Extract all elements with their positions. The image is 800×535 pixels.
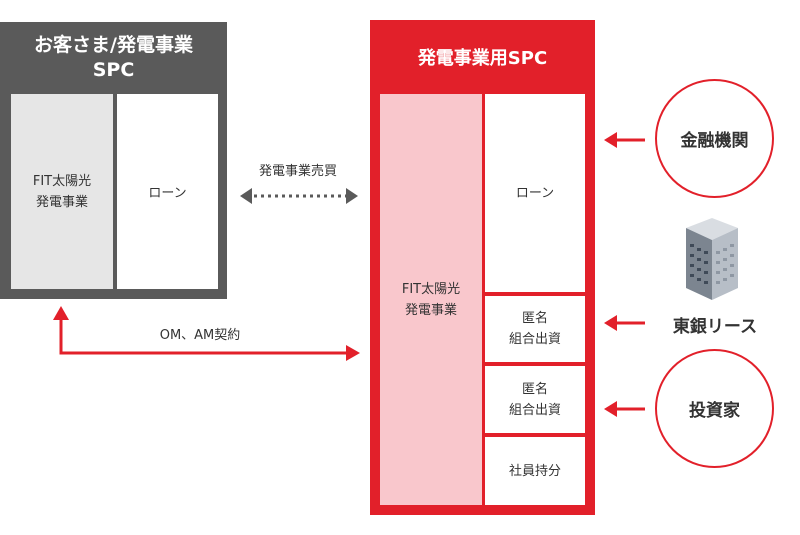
customer-spc-title-line2: SPC bbox=[92, 59, 135, 81]
investor-arrow bbox=[604, 401, 645, 417]
power-spc-box: 発電事業用SPC FIT太陽光 発電事業 ローン 匿名 組合出資 匿名 組合出資… bbox=[370, 20, 595, 515]
tosin-lease-arrow bbox=[604, 315, 645, 331]
building-icon bbox=[686, 218, 738, 300]
customer-spc-box: お客さま/発電事業 SPC FIT太陽光 発電事業 ローン bbox=[0, 22, 227, 299]
financial-institution-circle: 金融機関 bbox=[655, 79, 774, 198]
power-spc-loan-label: ローン bbox=[515, 185, 555, 201]
customer-spc-title-line1: お客さま/発電事業 bbox=[34, 34, 193, 56]
customer-loan: ローン bbox=[117, 94, 218, 289]
om-am-contract-label: OM、AM契約 bbox=[159, 328, 241, 343]
trade-dotted-arrow bbox=[240, 188, 358, 204]
customer-loan-label: ローン bbox=[148, 186, 187, 201]
power-spc-anonymous-investment-2: 匿名 組合出資 bbox=[485, 366, 585, 433]
investor-circle: 投資家 bbox=[655, 349, 774, 468]
anon1-line1: 匿名 bbox=[521, 311, 548, 326]
anon1-line2: 組合出資 bbox=[508, 332, 561, 347]
customer-fit-line1: FIT太陽光 bbox=[32, 173, 92, 189]
trade-label: 発電事業売買 bbox=[258, 164, 337, 179]
financial-institution-label: 金融機関 bbox=[680, 131, 749, 151]
customer-spc-title: お客さま/発電事業 SPC bbox=[0, 22, 227, 94]
power-spc-member-equity: 社員持分 bbox=[485, 437, 585, 505]
customer-fit-line2: 発電事業 bbox=[35, 194, 88, 210]
anon2-line1: 匿名 bbox=[521, 381, 548, 397]
power-spc-fit-solar-business: FIT太陽光 発電事業 bbox=[380, 94, 482, 505]
financial-institution-arrow bbox=[604, 132, 645, 148]
customer-fit-solar-business: FIT太陽光 発電事業 bbox=[11, 94, 113, 289]
power-spc-title: 発電事業用SPC bbox=[417, 48, 548, 69]
investor-label: 投資家 bbox=[689, 401, 740, 421]
power-spc-fit-line2: 発電事業 bbox=[404, 302, 457, 318]
power-spc-fit-line1: FIT太陽光 bbox=[401, 281, 461, 297]
power-spc-anonymous-investment-1: 匿名 組合出資 bbox=[485, 296, 585, 362]
anon2-line2: 組合出資 bbox=[508, 402, 561, 418]
om-am-red-arrow bbox=[53, 306, 360, 361]
member-equity-label: 社員持分 bbox=[508, 463, 561, 479]
tosin-lease-label: 東銀リース bbox=[672, 317, 758, 337]
power-spc-loan: ローン bbox=[485, 94, 585, 292]
